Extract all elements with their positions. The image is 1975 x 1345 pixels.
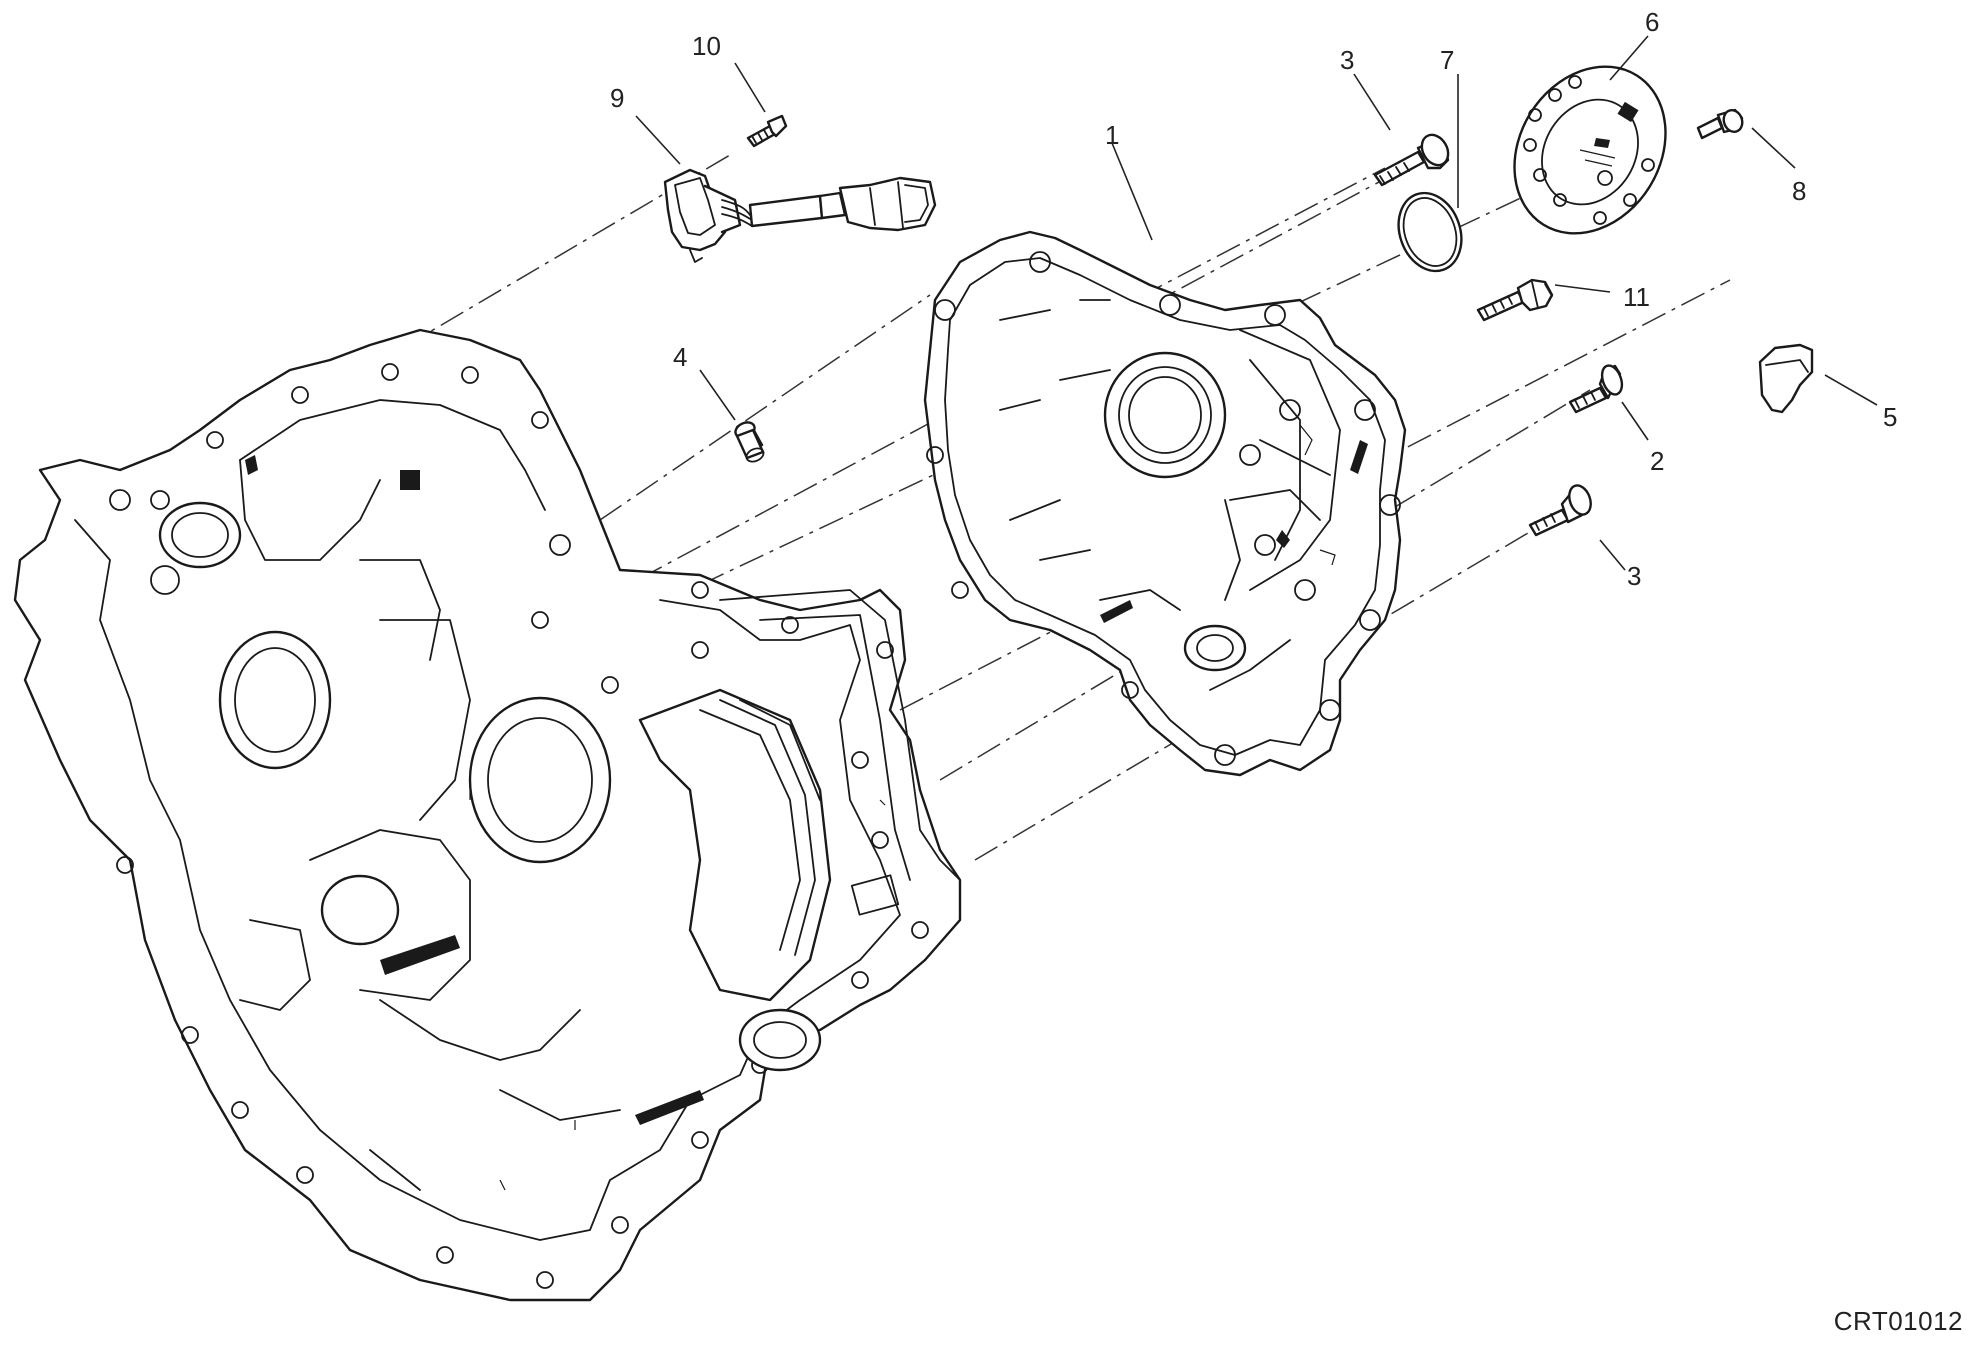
part-3-bolt-top (1373, 133, 1450, 187)
part-11-bolt (1476, 278, 1554, 322)
part-2-bolt (1568, 364, 1624, 414)
callout-10: 10 (692, 31, 721, 61)
part-9-sensor (663, 168, 937, 263)
callout-labels: 1 2 3 3 4 5 6 7 8 9 10 11 (610, 7, 1897, 591)
part-8-screw (1696, 108, 1744, 140)
callout-4: 4 (673, 342, 687, 372)
part-1-cover (923, 230, 1407, 777)
crankcase-bearing-bores (158, 501, 822, 1072)
callout-3-lower: 3 (1627, 561, 1641, 591)
callout-7: 7 (1440, 45, 1454, 75)
part-10-screw (746, 114, 788, 148)
part-6-plate (1513, 65, 1667, 235)
part-3-bolt-lower (1528, 484, 1592, 537)
callout-2: 2 (1650, 446, 1664, 476)
callout-1: 1 (1105, 120, 1119, 150)
callout-5: 5 (1883, 402, 1897, 432)
part-4-dowel (734, 421, 765, 463)
callout-6: 6 (1645, 7, 1659, 37)
drawing-code: CRT01012 (1833, 1306, 1963, 1336)
cover-bolt-holes (926, 251, 1401, 766)
part-7-o-ring (1397, 191, 1463, 273)
callout-11: 11 (1623, 282, 1650, 312)
leader-lines (635, 35, 1878, 571)
plate-holes (1523, 75, 1655, 225)
part-5-pad (1758, 343, 1814, 414)
callout-8: 8 (1792, 176, 1806, 206)
crankcase-bolt-lugs (109, 363, 929, 1289)
callout-3-top: 3 (1340, 45, 1354, 75)
crankcase-half (13, 328, 962, 1302)
cylinder-sleeve (638, 688, 832, 1002)
cover-main-boss (1103, 351, 1247, 672)
callout-9: 9 (610, 83, 624, 113)
